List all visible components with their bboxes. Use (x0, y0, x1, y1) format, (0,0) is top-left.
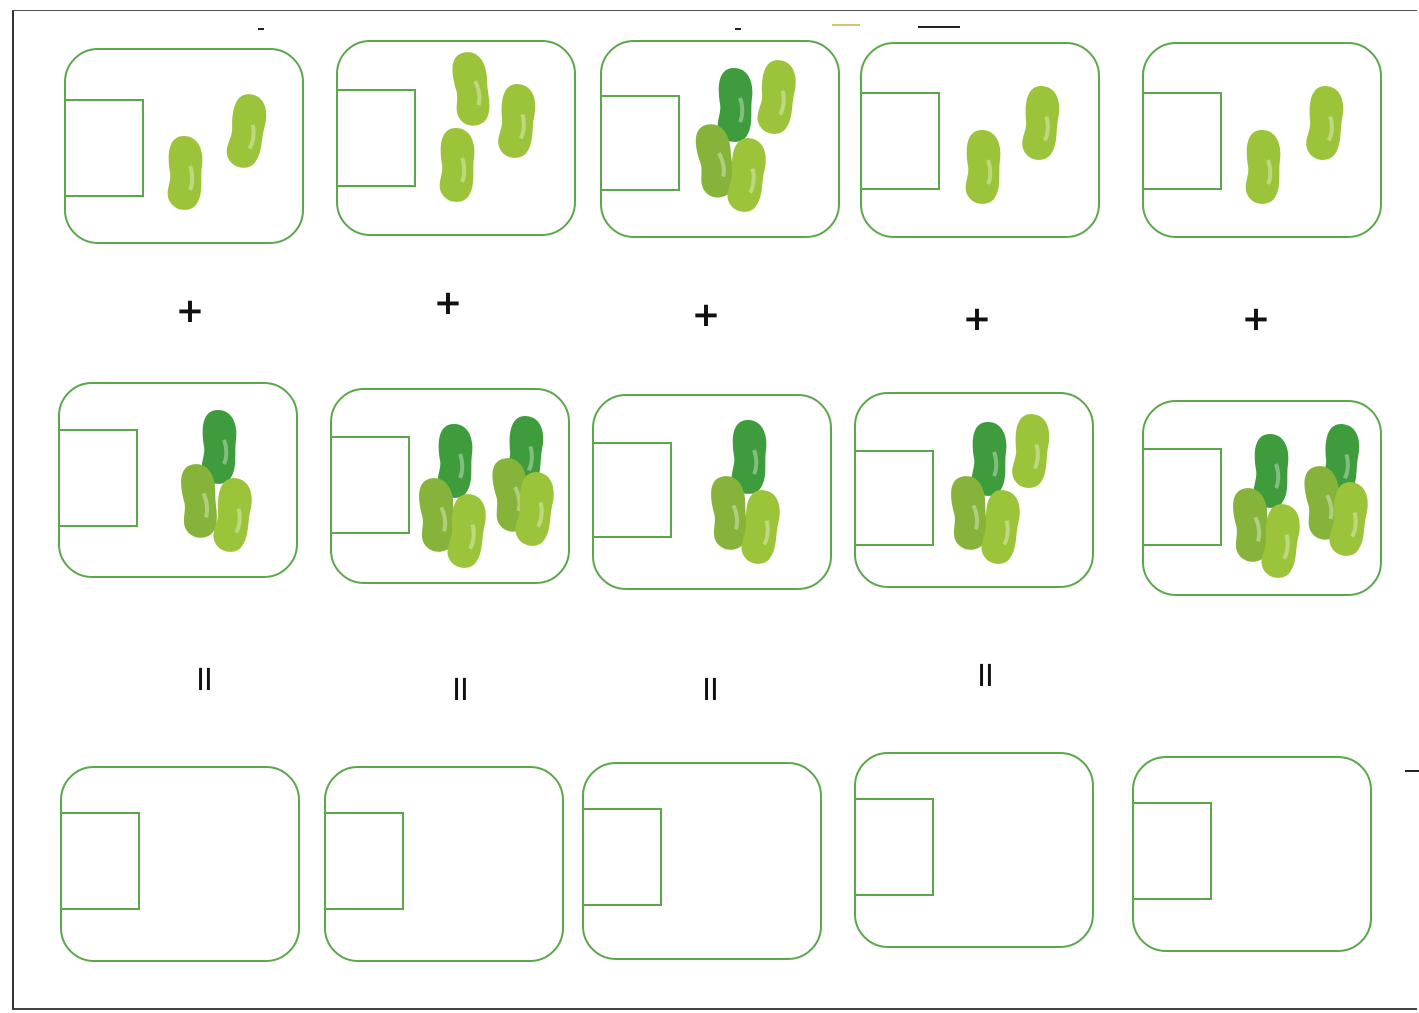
answer-box-middle-3[interactable] (592, 442, 672, 538)
answer-box-middle-4[interactable] (854, 450, 934, 546)
bean-icon (1329, 482, 1368, 556)
bean-icon (515, 472, 554, 546)
bean-icon (498, 84, 536, 158)
plus-sign: + (175, 291, 205, 331)
bean-icon (727, 138, 766, 212)
answer-box-top-5[interactable] (1142, 92, 1222, 190)
answer-box-bottom-5[interactable] (1132, 802, 1212, 900)
bean-icon (1304, 466, 1342, 540)
bean-icon (181, 464, 217, 538)
bean-icon (439, 128, 475, 202)
bean-icon (711, 476, 747, 550)
bean-icon (757, 60, 796, 134)
bean-icon (971, 422, 1007, 496)
answer-box-top-1[interactable] (64, 99, 144, 197)
plus-sign: + (1241, 299, 1271, 339)
bean-icon (452, 52, 490, 126)
plus-sign: + (433, 283, 463, 323)
equals-sign: II (977, 659, 994, 694)
bean-icon (1233, 488, 1269, 562)
bean-icon (167, 136, 203, 210)
plus-sign: + (962, 299, 992, 339)
bean-icon (1253, 434, 1289, 508)
equals-sign: II (196, 663, 213, 698)
answer-box-middle-1[interactable] (58, 429, 138, 527)
bean-icon (1261, 504, 1300, 578)
bean-icon (695, 124, 735, 198)
scan-mark (1405, 770, 1419, 772)
plus-sign: + (691, 295, 721, 335)
answer-box-bottom-1[interactable] (60, 812, 140, 910)
bean-icon (731, 420, 767, 494)
bean-icon (717, 68, 753, 142)
bean-icon (741, 490, 780, 564)
answer-box-bottom-2[interactable] (324, 812, 404, 910)
bean-icon (447, 494, 486, 568)
bean-icon (419, 478, 455, 552)
bean-icon (201, 410, 237, 484)
bean-icon (1012, 414, 1050, 488)
bean-icon (965, 130, 1001, 204)
answer-box-bottom-3[interactable] (582, 808, 662, 906)
answer-box-top-3[interactable] (600, 95, 680, 191)
bean-icon (1306, 86, 1344, 160)
equals-sign: II (702, 673, 719, 708)
bean-icon (226, 94, 267, 168)
bean-icon (1245, 130, 1281, 204)
bean-icon (951, 476, 987, 550)
answer-box-middle-5[interactable] (1142, 448, 1222, 546)
bean-icon (1022, 86, 1060, 160)
scan-mark (918, 26, 960, 28)
answer-box-top-4[interactable] (860, 92, 940, 190)
scan-mark (735, 28, 741, 30)
answer-box-top-2[interactable] (336, 89, 416, 187)
worksheet-page (12, 10, 1417, 1010)
scan-mark (258, 28, 264, 30)
answer-box-bottom-4[interactable] (854, 798, 934, 896)
bean-icon (437, 424, 473, 498)
equals-sign: II (452, 673, 469, 708)
scan-mark (832, 24, 860, 26)
bean-icon (213, 478, 252, 552)
bean-icon (981, 490, 1020, 564)
answer-box-middle-2[interactable] (330, 436, 410, 534)
